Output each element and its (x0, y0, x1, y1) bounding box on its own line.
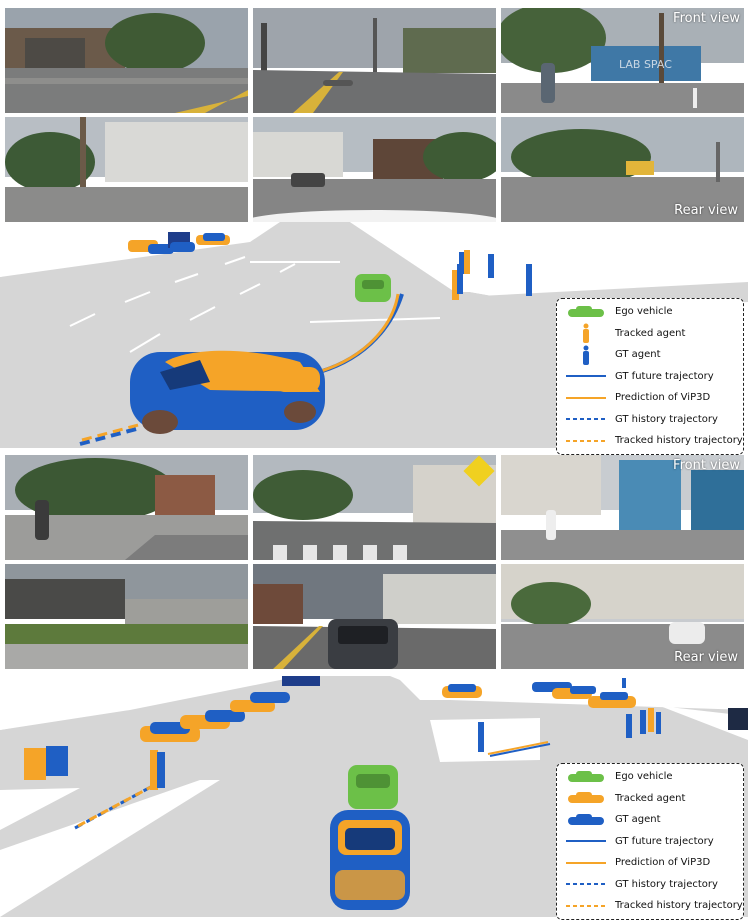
camera-front (253, 8, 496, 113)
pedestrians-1 (452, 250, 532, 300)
legend-row-tracked-history: Tracked history trajectory (557, 430, 743, 452)
panel-1-scene (0, 222, 748, 448)
legend-label: Prediction of ViP3D (615, 392, 711, 404)
legend-label: GT future trajectory (615, 370, 714, 382)
dashed-blue-line-icon (566, 883, 606, 886)
legend-label: GT history trajectory (615, 878, 718, 890)
sidewalk-bottom-2 (0, 780, 220, 917)
sidewalk-right-2 (660, 706, 748, 740)
legend-row-prediction: Prediction of ViP3D (557, 387, 743, 409)
solid-orange-line-icon (566, 861, 606, 864)
rear-view-label: Rear view (674, 203, 738, 218)
gt-history-2 (74, 780, 161, 830)
legend-1: Ego vehicle Tracked agent GT agent GT fu… (556, 298, 744, 455)
camera-back (253, 117, 496, 222)
legend-row-gt-future: GT future trajectory (557, 831, 743, 853)
legend-row-ego: Ego vehicle (557, 301, 743, 323)
dashed-orange-line-icon (566, 439, 606, 442)
parked-cars-right-2 (442, 682, 636, 708)
legend-row-prediction: Prediction of ViP3D (557, 852, 743, 874)
legend-row-ego: Ego vehicle (557, 766, 743, 788)
camera-front-2 (253, 455, 496, 560)
tracked-history-1 (81, 422, 143, 442)
camera-back-left-2 (5, 564, 248, 669)
legend-label: Tracked history trajectory (615, 900, 743, 912)
orange-agent-icon (583, 323, 589, 344)
blue-agent-icon (568, 813, 604, 825)
camera-back-right: Rear view (501, 117, 744, 222)
front-view-label: Front view (673, 11, 740, 26)
legend-label: GT agent (615, 349, 661, 361)
legend-row-tracked-history: Tracked history trajectory (557, 895, 743, 917)
legend-label: Prediction of ViP3D (615, 857, 711, 869)
parked-cars-1 (128, 232, 230, 254)
camera-front-left (5, 8, 248, 113)
legend-2: Ego vehicle Tracked agent GT agent GT fu… (556, 763, 744, 920)
sidewalk-right (350, 222, 748, 308)
legend-row-gt-history: GT history trajectory (557, 409, 743, 431)
scene-1-canvas (0, 222, 748, 448)
camera-back-right-2: Rear view (501, 564, 744, 669)
legend-label: Tracked agent (615, 792, 686, 804)
dashed-blue-line-icon (566, 418, 606, 421)
legend-label: Tracked history trajectory (615, 435, 743, 447)
sidewalk-mid-2 (430, 718, 540, 762)
camera-back-left (5, 117, 248, 222)
legend-row-gt-history: GT history trajectory (557, 874, 743, 896)
legend-row-tracked: Tracked agent (557, 323, 743, 345)
pedestrians-2 (150, 678, 661, 790)
parked-cars-row-2 (140, 676, 320, 742)
legend-label: Ego vehicle (615, 306, 673, 318)
building-sign-text: LAB SPAC (619, 58, 672, 71)
camera-front-right-2: Front view (501, 455, 744, 560)
box-object-2 (24, 746, 68, 780)
gt-history-1 (79, 426, 141, 446)
legend-row-gt: GT agent (557, 809, 743, 831)
rear-view-label-2: Rear view (674, 650, 738, 665)
legend-label: GT future trajectory (615, 835, 714, 847)
green-car-icon (568, 305, 604, 317)
front-view-label-2: Front view (673, 458, 740, 473)
tracked-history-2 (77, 778, 165, 828)
solid-blue-line-icon (566, 840, 606, 843)
pred-trajectory-1 (317, 293, 400, 374)
green-car-1 (355, 274, 391, 302)
green-car-2 (348, 765, 398, 809)
legend-label: Tracked agent (615, 327, 686, 339)
sidewalk-bottom-left-2 (0, 788, 80, 830)
orange-agent-icon (568, 792, 604, 804)
camera-front-left-2 (5, 455, 248, 560)
solid-orange-line-icon (566, 396, 606, 399)
ego-car-1 (130, 350, 325, 434)
dashed-orange-line-icon (566, 904, 606, 907)
blue-agent-icon (583, 345, 589, 365)
legend-label: GT history trajectory (615, 413, 718, 425)
solid-blue-line-icon (566, 375, 606, 378)
green-car-icon (568, 770, 604, 782)
legend-row-gt: GT agent (557, 344, 743, 366)
legend-label: GT agent (615, 814, 661, 826)
sidewalk-left-2 (0, 670, 300, 730)
legend-row-tracked: Tracked agent (557, 788, 743, 810)
camera-front-right: Front view LAB SPAC (501, 8, 744, 113)
legend-row-gt-future: GT future trajectory (557, 366, 743, 388)
ego-car-2 (330, 810, 410, 910)
legend-label: Ego vehicle (615, 771, 673, 783)
camera-back-2 (253, 564, 496, 669)
